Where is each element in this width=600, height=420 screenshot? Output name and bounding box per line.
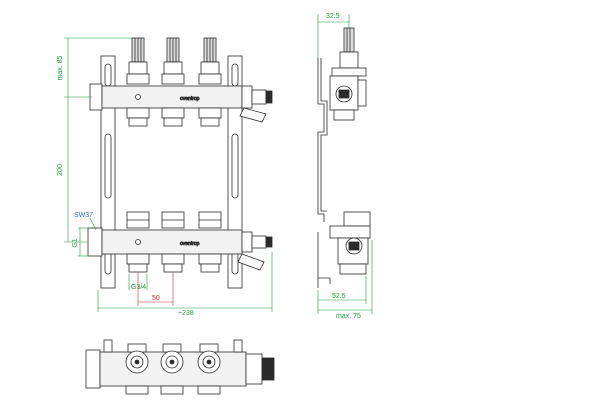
brand-label-top: oventrop <box>180 96 200 102</box>
dim-200: 200 <box>57 164 64 176</box>
dim-238: ~238 <box>178 310 194 317</box>
dim-g1: G1 <box>72 238 79 247</box>
dim-50: 50 <box>152 295 160 302</box>
return-outlets <box>126 253 222 273</box>
supply-outlets <box>126 107 222 127</box>
dim-32-5: 32.5 <box>326 13 340 20</box>
side-dimensions <box>317 14 373 314</box>
return-valve-caps <box>126 211 222 229</box>
brand-label-bottom: oventrop <box>180 241 200 247</box>
front-dimensions-red <box>137 272 174 306</box>
side-view <box>317 27 371 288</box>
dim-g34: G3/4 <box>131 284 146 291</box>
dim-max85: max. 85 <box>57 55 64 80</box>
bottom-view-handwheel-1 <box>125 350 149 374</box>
dim-sw37: SW37 <box>74 212 93 219</box>
bottom-view-handwheel-2 <box>160 350 184 374</box>
front-view: oventrop oventr <box>87 37 273 289</box>
flow-meter-1 <box>126 37 150 85</box>
flow-meter-2 <box>161 37 185 85</box>
front-dimensions <box>64 37 273 312</box>
return-header-bar <box>87 227 273 271</box>
bottom-view-handwheel-3 <box>197 350 221 374</box>
flow-meter-3 <box>198 37 222 85</box>
dim-max75: max. 75 <box>336 313 361 320</box>
dim-52-5: 52.5 <box>332 293 346 300</box>
